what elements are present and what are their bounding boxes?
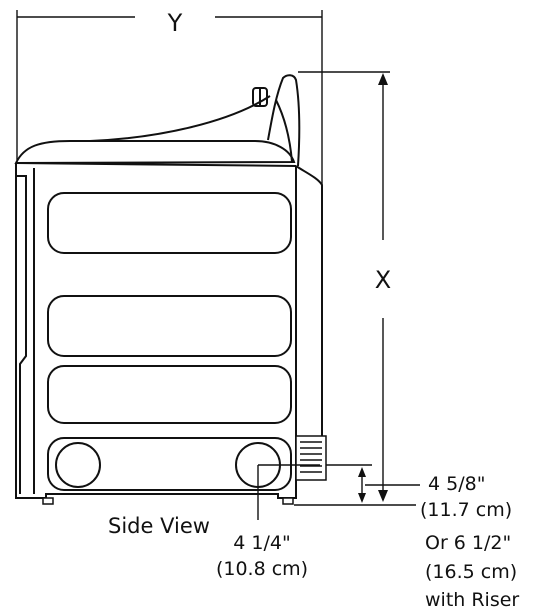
width-label: Y — [167, 9, 183, 37]
foot-clearance-dimension — [257, 464, 320, 520]
base-drum-front — [55, 442, 101, 488]
riser-dimension-line4: (16.5 cm) — [425, 561, 517, 583]
foot-clearance-inches: 4 1/4" — [233, 532, 290, 554]
height-arrow-bottom — [378, 490, 388, 502]
foot-clearance-cm: (10.8 cm) — [216, 558, 308, 580]
riser-arrow-top — [358, 467, 366, 477]
riser-dimension-line5: with Riser — [425, 589, 519, 611]
riser-dimension-line3: Or 6 1/2" — [425, 532, 511, 554]
riser-dimension — [294, 464, 420, 506]
dryer-body — [14, 74, 323, 499]
dryer-rear-panel — [295, 165, 323, 441]
front-foot — [42, 497, 54, 505]
control-console — [267, 74, 301, 167]
rear-foot — [282, 497, 294, 505]
side-panel-base-slot — [47, 437, 292, 491]
riser-arrow-bottom — [358, 493, 366, 503]
exhaust-vent — [295, 435, 327, 481]
leveling-feet — [42, 497, 294, 505]
control-console-inner — [275, 99, 293, 163]
riser-dimension-line2: (11.7 cm) — [420, 499, 512, 521]
riser-dimension-line1: 4 5/8" — [428, 473, 485, 495]
side-panel-slot-2 — [47, 295, 292, 357]
control-console-curve — [89, 95, 271, 142]
view-caption: Side View — [108, 514, 210, 538]
side-panel-slot-3 — [47, 365, 292, 424]
height-label: X — [375, 266, 391, 294]
width-dimension — [16, 10, 323, 185]
height-arrow-top — [378, 73, 388, 85]
side-panel-slot-1 — [47, 192, 292, 254]
dryer-top-edge — [15, 162, 297, 167]
height-dimension — [298, 71, 390, 502]
dryer-top-cover — [14, 140, 296, 165]
dryer-door-edge — [16, 175, 27, 494]
base-drums — [55, 442, 281, 488]
